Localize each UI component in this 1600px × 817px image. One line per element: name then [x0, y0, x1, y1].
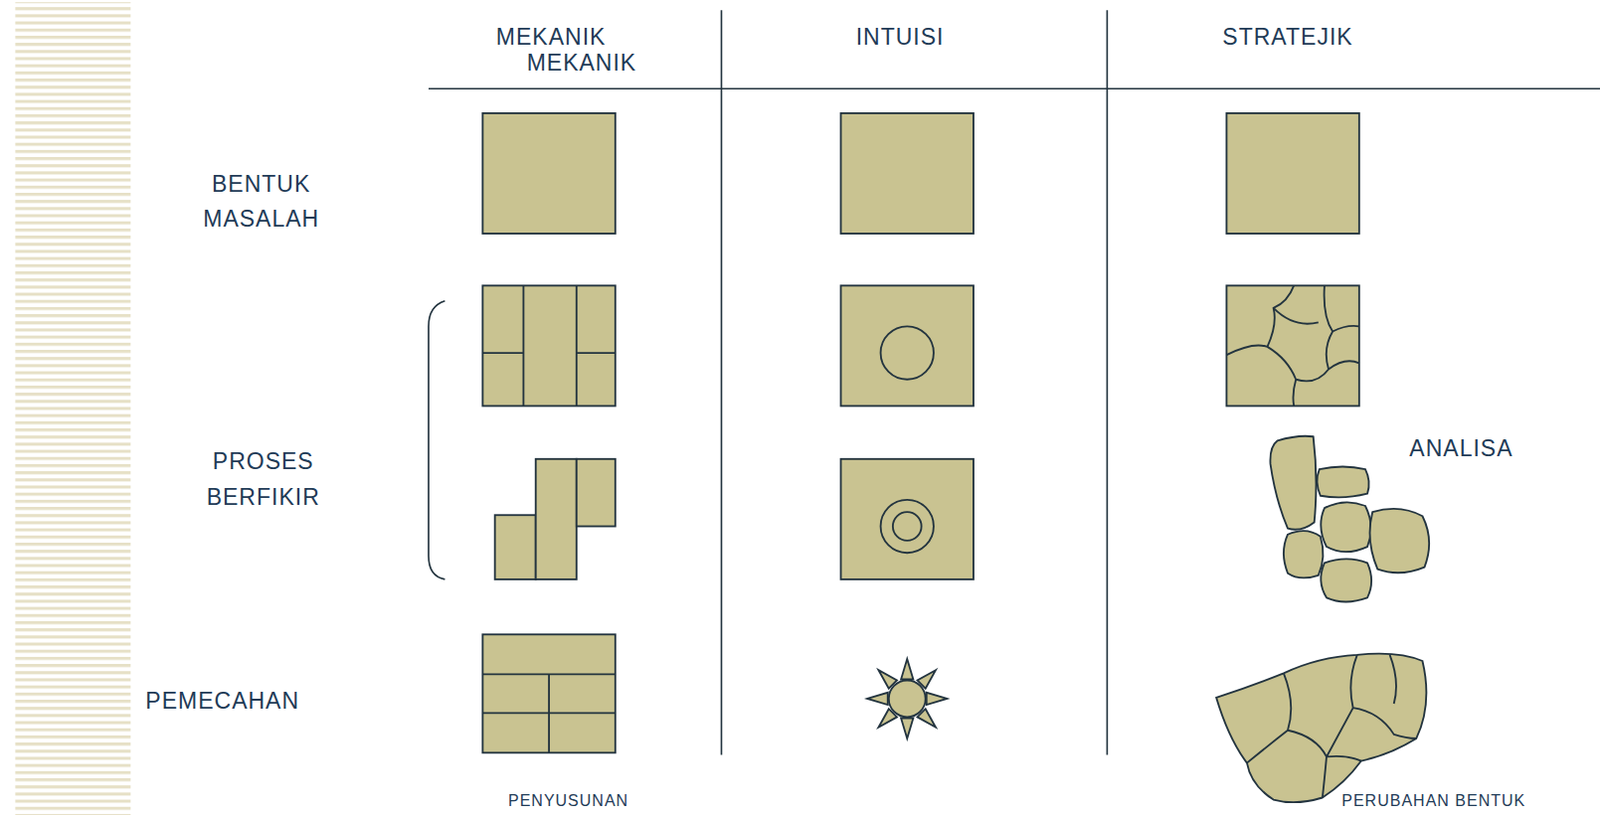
column-header: STRATEJIK — [1222, 23, 1353, 52]
fragment — [1283, 531, 1324, 578]
grid-lines — [428, 9, 1600, 755]
annotation: PENYUSUNAN — [508, 791, 629, 811]
column-header: MEKANIK — [527, 49, 638, 78]
column-divider — [720, 9, 723, 755]
shapes — [482, 113, 1429, 803]
problem-square — [1226, 113, 1359, 234]
fragment — [1320, 502, 1371, 552]
intuition-circle — [892, 512, 922, 541]
assembled-square — [482, 634, 615, 753]
intuition-circle — [881, 500, 934, 553]
sun-symbol — [867, 659, 947, 739]
fragment — [1316, 466, 1369, 498]
intuition-square — [841, 459, 974, 580]
sun-ray — [900, 659, 913, 681]
sun-ray — [900, 717, 913, 739]
fragment — [1320, 558, 1372, 602]
strategic-square — [1226, 285, 1359, 406]
column-header: MEKANIK — [496, 23, 607, 52]
reshaped-form — [1216, 654, 1426, 804]
row-label: PEMECAHAN — [145, 688, 300, 716]
fragment — [1370, 509, 1430, 573]
intuition-circle — [881, 326, 934, 379]
stripe-bar — [14, 1, 131, 816]
split-square — [482, 285, 615, 406]
block-piece — [535, 459, 577, 580]
problem-square — [482, 113, 615, 234]
block-piece — [495, 515, 536, 580]
row-label: PROSES BERFIKIR — [188, 445, 339, 517]
intuition-square — [841, 285, 974, 406]
sun-core — [888, 680, 926, 717]
header-rule — [428, 87, 1600, 90]
annotation: ANALISA — [1409, 435, 1513, 464]
crack-lines — [1226, 285, 1359, 406]
bracket — [428, 301, 445, 580]
annotation: PERUBAHAN BENTUK — [1341, 791, 1526, 811]
problem-square — [841, 113, 974, 234]
fragment — [1269, 436, 1316, 531]
row-label: BENTUK MASALAH — [186, 167, 337, 236]
block-piece — [576, 459, 616, 528]
column-divider — [1106, 9, 1109, 755]
crack-lines — [1246, 655, 1417, 799]
sun-ray — [867, 693, 889, 706]
split-lines — [482, 285, 615, 406]
column-header: INTUISI — [856, 23, 945, 52]
assembled-lines — [482, 674, 615, 753]
sun-ray — [926, 693, 948, 706]
